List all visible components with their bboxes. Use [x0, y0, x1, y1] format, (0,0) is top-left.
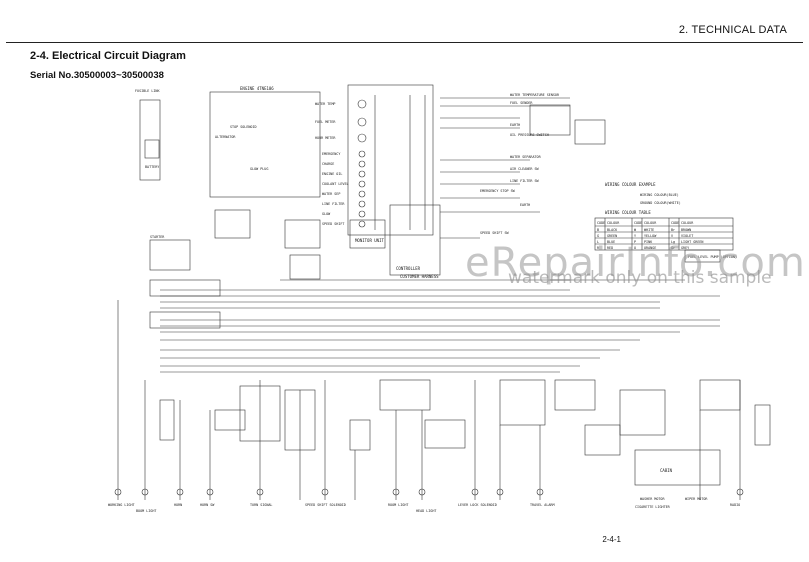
- circuit-diagram: ENGINE 4TNE106 MONITOR UNIT CONTROLLER C…: [108, 84, 771, 513]
- right-label: FUEL SENDER: [510, 101, 533, 105]
- cabin-label: CABIN: [660, 468, 673, 473]
- right-label: AIR CLEANER SW: [510, 167, 540, 171]
- monitor-item: COOLANT LEVEL: [322, 182, 349, 186]
- svg-text:Lg: Lg: [671, 240, 675, 244]
- monitor-item: HOUR METER: [315, 136, 336, 140]
- left-label: ALTERNATOR: [215, 135, 236, 139]
- svg-text:YELLOW: YELLOW: [644, 234, 657, 238]
- svg-text:COLOUR: COLOUR: [644, 221, 657, 225]
- svg-text:PINK: PINK: [644, 240, 653, 244]
- section-header: 2. TECHNICAL DATA: [678, 24, 787, 36]
- engine-label: ENGINE 4TNE106: [240, 86, 274, 91]
- bottom-label: WIPER MOTOR: [685, 497, 708, 501]
- controller-box: [389, 204, 441, 276]
- controller-label: CONTROLLER: [396, 266, 421, 271]
- monitor-item: SPEED SHIFT: [322, 222, 344, 226]
- bottom-label: HEAD LIGHT: [416, 509, 436, 513]
- svg-text:Gr: Gr: [671, 246, 675, 250]
- bottom-label: ROOM LIGHT: [388, 503, 408, 507]
- svg-text:VIOLET: VIOLET: [681, 234, 693, 238]
- svg-text:RED: RED: [607, 246, 613, 250]
- svg-text:L: L: [597, 240, 599, 244]
- svg-text:BLACK: BLACK: [607, 228, 618, 232]
- wiring-example-line2: GROUND COLOUR(WHITE): [640, 201, 681, 205]
- bottom-label: WASHER MOTOR: [640, 497, 665, 501]
- bottom-label: CIGARETTE LIGHTER: [635, 505, 671, 509]
- svg-text:CODE: CODE: [597, 221, 605, 225]
- svg-text:COLOUR: COLOUR: [607, 221, 620, 225]
- wiring-example-title: WIRING COLOUR EXAMPLE: [605, 182, 656, 187]
- svg-text:BLUE: BLUE: [607, 240, 615, 244]
- monitor-item: CHARGE: [322, 162, 334, 166]
- left-label: BATTERY: [145, 165, 159, 169]
- colour-table: CODE COLOUR CODE COLOUR CODE COLOUR B BL…: [597, 221, 703, 250]
- svg-text:COLOUR: COLOUR: [681, 221, 694, 225]
- svg-text:BROWN: BROWN: [681, 228, 691, 232]
- right-label: EMERGENCY STOP SW: [480, 189, 516, 193]
- svg-text:ORANGE: ORANGE: [644, 246, 656, 250]
- monitor-item: GLOW: [322, 212, 331, 216]
- bottom-label: WORKING LIGHT: [108, 503, 135, 507]
- left-label: GLOW PLUG: [250, 167, 268, 171]
- monitor-item: WATER TEMP: [315, 102, 335, 106]
- left-label: FUSIBLE LINK: [135, 89, 160, 93]
- svg-text:CODE: CODE: [671, 221, 679, 225]
- bottom-label: TURN SIGNAL: [250, 503, 272, 507]
- svg-text:V: V: [671, 234, 673, 238]
- watermark-main: eRepairInfo.com: [465, 240, 806, 286]
- monitor-item: LINE FILTER: [322, 202, 345, 206]
- svg-text:WHITE: WHITE: [644, 228, 654, 232]
- bottom-label: HORN SW: [200, 503, 215, 507]
- watermark-sub: watermark only on this sample: [508, 268, 772, 288]
- right-label: LINE FILTER SW: [510, 179, 540, 183]
- svg-text:GREEN: GREEN: [607, 234, 617, 238]
- right-label: OIL PRESSURE SWITCH: [510, 133, 549, 137]
- monitor-label: MONITOR UNIT: [355, 238, 384, 243]
- serial-number: Serial No.30500003~30500038: [30, 70, 164, 81]
- svg-text:B: B: [597, 228, 599, 232]
- svg-text:GREY: GREY: [681, 246, 689, 250]
- right-label: WATER SEPARATOR: [510, 155, 542, 159]
- right-label: EARTH: [520, 203, 530, 207]
- svg-text:R: R: [597, 246, 600, 250]
- bottom-label: RADIO: [730, 503, 740, 507]
- wiring-table-title: WIRING COLOUR TABLE: [605, 210, 651, 215]
- svg-text:CODE: CODE: [634, 221, 642, 225]
- engine-block: [209, 91, 321, 198]
- fuel-pump-label: FUEL LEVEL PUMP (OPTION): [688, 255, 737, 259]
- monitor-item: FUEL METER: [315, 120, 336, 124]
- bottom-label: LEVER LOCK SOLENOID: [458, 503, 497, 507]
- bottom-label: TRAVEL ALARM: [530, 503, 555, 507]
- right-label: EARTH: [510, 123, 520, 127]
- right-label: SPEED SHIFT SW: [480, 231, 510, 235]
- svg-text:Y: Y: [634, 234, 636, 238]
- left-label: STOP SOLENOID: [230, 125, 257, 129]
- left-label: STARTER: [150, 235, 165, 239]
- cabin-box: [634, 449, 721, 486]
- svg-text:O: O: [634, 246, 636, 250]
- monitor-item: WATER SEP: [322, 192, 340, 196]
- monitor-unit-box: [347, 84, 434, 236]
- page-title: 2-4. Electrical Circuit Diagram: [30, 50, 186, 62]
- wiring-example-line1: WIRING COLOUR(BLUE): [640, 193, 679, 197]
- customer-harness-label: CUSTOMER HARNESS: [400, 274, 439, 279]
- bottom-label: BOOM LIGHT: [136, 509, 156, 513]
- svg-text:P: P: [634, 240, 636, 244]
- svg-text:Br: Br: [671, 228, 675, 232]
- svg-text:G: G: [597, 234, 599, 238]
- colour-table-box: [594, 217, 734, 251]
- bottom-label: HORN: [174, 503, 182, 507]
- svg-text:LIGHT GREEN: LIGHT GREEN: [681, 240, 703, 244]
- monitor-item: ENGINE OIL: [322, 172, 342, 176]
- monitor-item: EMERGENCY: [322, 152, 340, 156]
- bottom-label: SPEED SHIFT SOLENOID: [305, 503, 346, 507]
- header-rule: [6, 42, 803, 43]
- svg-text:W: W: [634, 228, 637, 232]
- right-label: WATER TEMPERATURE SENSOR: [510, 93, 560, 97]
- page-number: 2-4-1: [602, 535, 621, 544]
